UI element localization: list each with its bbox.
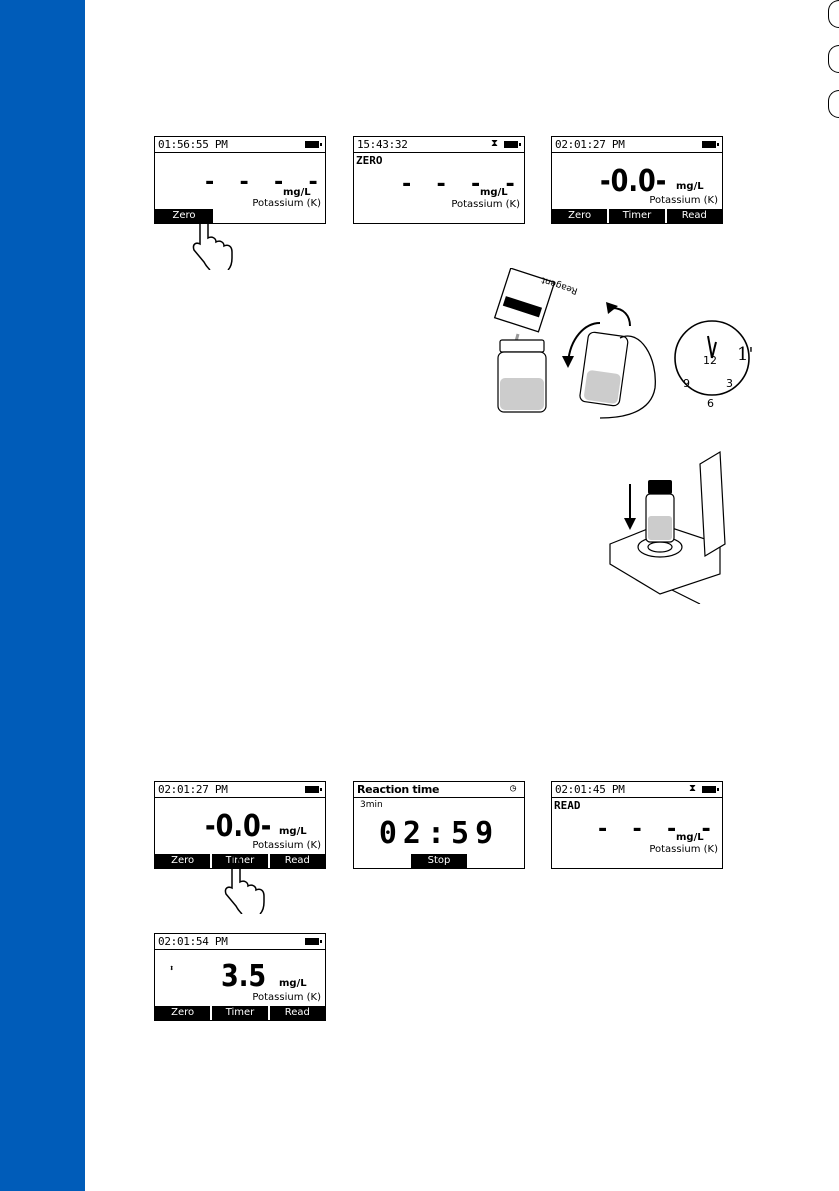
countdown-value: 02:59 (378, 816, 500, 851)
read-button[interactable]: Read (269, 854, 325, 868)
lcd-screen-6: 02:01:45 PM ⧗ READ - - - - mg/L Potassiu… (551, 781, 723, 869)
time-readout: 02:01:27 PM (155, 782, 325, 798)
timer-duration: 3min (360, 800, 383, 810)
read-button[interactable]: Read (269, 1006, 325, 1020)
lcd-screen-3: 02:01:27 PM -0.0- mg/L Potassium (K) Zer… (551, 136, 723, 224)
battery-icon (305, 938, 322, 945)
reading-value: - - - - (400, 172, 521, 197)
parameter-label: Potassium (K) (451, 199, 520, 210)
lcd-screen-5: Reaction time ◷ 3min 02:59 Stop (353, 781, 525, 869)
zero-button[interactable]: Zero (155, 1006, 213, 1020)
clock-number-12: 12 (703, 354, 717, 367)
clock-number-6: 6 (707, 397, 714, 410)
sidebar-band (0, 0, 85, 1191)
unit-label: mg/L (279, 978, 307, 989)
battery-icon (702, 786, 719, 793)
unit-label: mg/L (676, 832, 704, 843)
timer-button[interactable]: Timer (609, 209, 667, 223)
parameter-label: Potassium (K) (649, 195, 718, 206)
timer-button[interactable]: Timer (212, 1006, 270, 1020)
mode-label: READ (554, 799, 581, 812)
hourglass-icon: ⧗ (688, 783, 696, 794)
battery-icon (504, 141, 521, 148)
read-button[interactable]: Read (666, 209, 722, 223)
parameter-label: Potassium (K) (252, 198, 321, 209)
battery-icon (305, 141, 322, 148)
clock-minute-mark: 1' (737, 344, 754, 365)
battery-icon (702, 141, 719, 148)
time-readout: 02:01:45 PM (552, 782, 722, 798)
reading-value: - - - - (203, 170, 324, 195)
mode-label: ZERO (356, 154, 383, 167)
scroll-arrows-icon: ⬍ (169, 964, 175, 974)
insert-vial-illustration (609, 450, 726, 604)
time-readout: 01:56:55 PM (155, 137, 325, 153)
arrow-down-icon (624, 518, 636, 530)
reading-value: 3.5 (221, 959, 267, 994)
reading-value: -0.0- (205, 809, 272, 844)
lcd-screen-7: 02:01:54 PM ⬍ 3.5 mg/L Potassium (K) Zer… (154, 933, 326, 1021)
tap-hand-icon (224, 854, 265, 914)
zero-button[interactable]: Zero (155, 854, 213, 868)
tap-hand-icon (192, 210, 233, 270)
clock-number-9: 9 (683, 377, 690, 390)
zero-button[interactable]: Zero (552, 209, 610, 223)
unit-label: mg/L (283, 187, 311, 198)
unit-label: mg/L (676, 181, 704, 192)
reading-value: -0.0- (600, 164, 667, 199)
time-readout: 15:43:32 (354, 137, 524, 153)
time-readout: 02:01:54 PM (155, 934, 325, 950)
parameter-label: Potassium (K) (649, 844, 718, 855)
lcd-screen-2: 15:43:32 ⧗ ZERO - - - - mg/L Potassium (… (353, 136, 525, 224)
stop-button[interactable]: Stop (411, 854, 469, 868)
unit-label: mg/L (279, 826, 307, 837)
reaction-time-title: Reaction time (354, 782, 524, 798)
reagent-addition-illustration (493, 268, 750, 419)
parameter-label: Potassium (K) (252, 840, 321, 851)
clock-number-3: 3 (726, 377, 733, 390)
binder-holes (821, 0, 839, 1191)
time-readout: 02:01:27 PM (552, 137, 722, 153)
stopwatch-icon: ◷ (509, 783, 516, 794)
unit-label: mg/L (480, 187, 508, 198)
reading-value: - - - - (596, 817, 717, 842)
parameter-label: Potassium (K) (252, 992, 321, 1003)
battery-icon (305, 786, 322, 793)
hourglass-icon: ⧗ (490, 138, 498, 149)
